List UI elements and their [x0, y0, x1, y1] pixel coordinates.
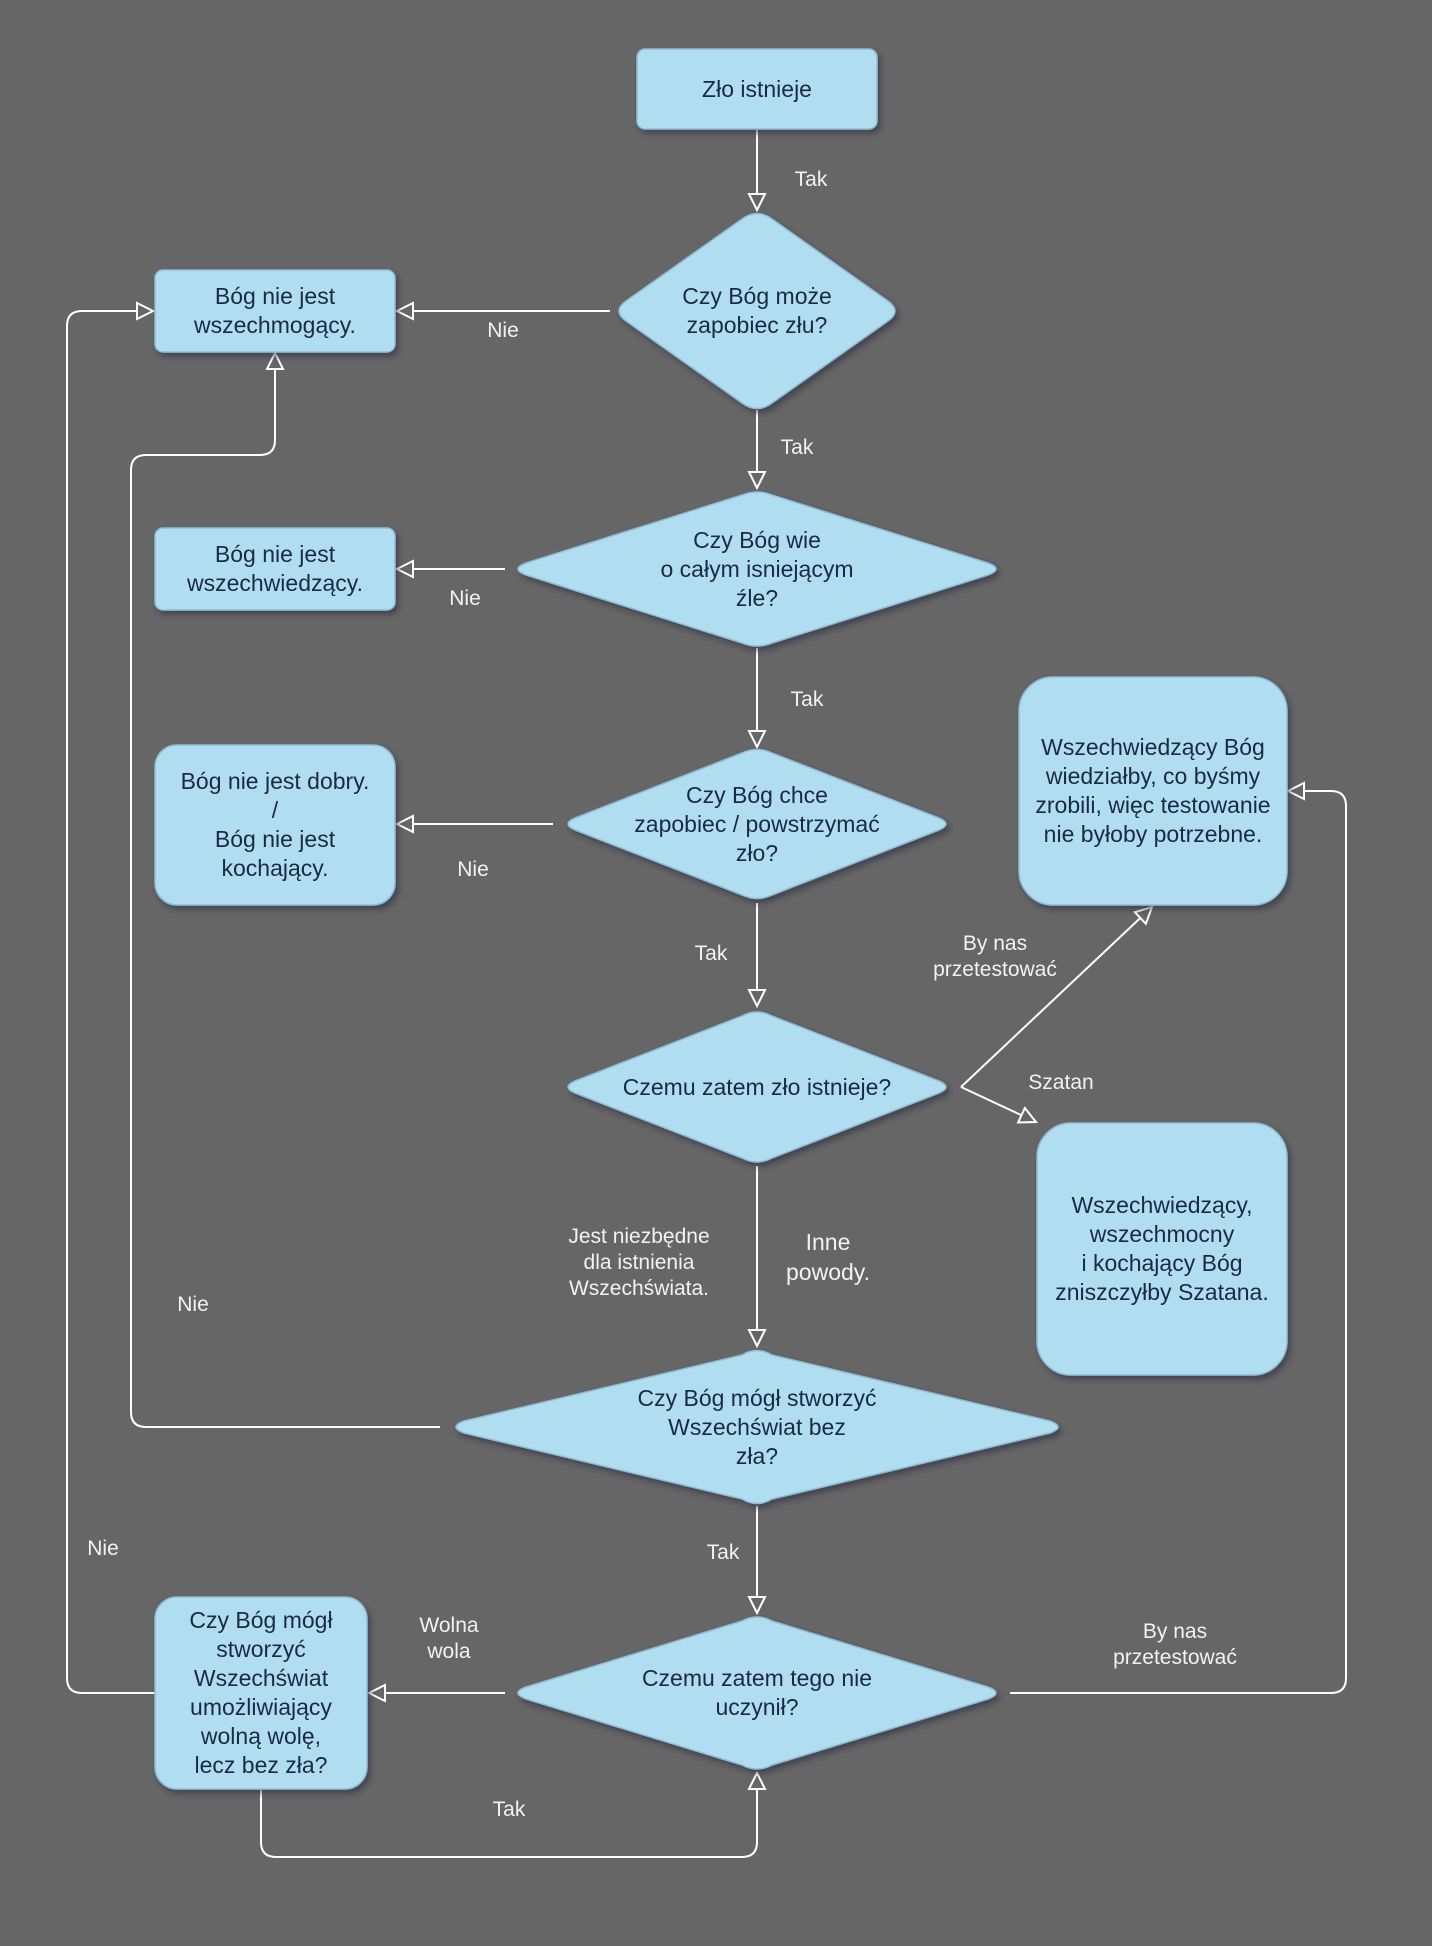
label-tak-1: Tak: [794, 168, 828, 191]
node-satan-destroy-shape: [1036, 1122, 1288, 1376]
label-nie-1: Nie: [487, 319, 519, 342]
node-can-prevent: Czy Bóg może zapobiec złu?: [682, 283, 832, 338]
label-other-reasons: Inne powody.: [786, 1229, 870, 1285]
node-free-will-world-shape: [154, 1596, 368, 1790]
edge-why-evil-to-test-known: [960, 907, 1152, 1088]
edge-create-nie-to-not-omnipotent: [130, 353, 440, 1428]
node-satan-destroy: Wszechwiedzący, wszechmocny i kochający …: [1055, 1192, 1269, 1305]
node-why-not: Czemu zatem tego nie uczynił?: [641, 1665, 873, 1720]
node-knows-evil: Czy Bóg wie o całym isniejącym źle?: [660, 526, 854, 611]
node-test-known: Wszechwiedzący Bóg wiedziałby, co byśmy …: [1035, 734, 1271, 847]
nodes: [154, 48, 1288, 1790]
label-tak-2: Tak: [780, 436, 814, 459]
node-test-known-shape: [1018, 676, 1288, 906]
node-evil-exists: Zło istnieje: [702, 75, 812, 102]
node-why-evil: Czemu zatem zło istnieje?: [622, 1073, 892, 1100]
node-not-good-shape: [154, 744, 396, 906]
edge-free-will-tak-to-why-not: [260, 1773, 757, 1858]
node-create-shape: [455, 1349, 1059, 1505]
label-free-will: Wolna wola: [419, 1614, 479, 1663]
edge-free-will-nie-to-not-omnipotent: [66, 311, 155, 1694]
edge-why-not-to-test-known: [1010, 791, 1347, 1694]
node-why-not-shape: [517, 1616, 997, 1770]
node-why-evil-shape: [567, 1011, 947, 1163]
label-tak-3: Tak: [790, 688, 824, 711]
node-wants-prevent: Czy Bóg chce zapobiec / powstrzymać zło?: [634, 781, 880, 866]
label-nie-3: Nie: [457, 858, 489, 881]
label-nie-5: Nie: [87, 1537, 119, 1560]
node-not-good: Bóg nie jest dobry. / Bóg nie jest kocha…: [180, 768, 370, 881]
label-tak-6: Tak: [492, 1798, 526, 1821]
label-tak-4: Tak: [694, 942, 728, 965]
label-nie-4: Nie: [177, 1293, 209, 1316]
label-tak-5: Tak: [706, 1541, 740, 1564]
node-free-will-world: Czy Bóg mógł stworzyć Wszechświat umożli…: [189, 1607, 333, 1778]
label-test-us-1: By nas przetestować: [933, 932, 1057, 981]
node-wants-shape: [567, 748, 947, 900]
label-test-us-2: By nas przetestować: [1113, 1620, 1237, 1669]
node-can-prevent-shape: [618, 212, 896, 410]
label-necessary: Jest niezbędne dla istnienia Wszechświat…: [568, 1225, 710, 1300]
node-not-omniscient-shape: [154, 527, 396, 611]
node-not-omnipotent: Bóg nie jest wszechmogący.: [194, 283, 356, 338]
edges: [66, 130, 1347, 1858]
edge-why-evil-to-satan: [960, 1086, 1036, 1122]
label-satan: Szatan: [1028, 1071, 1094, 1094]
node-knows-shape: [517, 491, 997, 647]
node-not-omniscient: Bóg nie jest wszechwiedzący.: [187, 541, 363, 596]
label-nie-2: Nie: [449, 587, 481, 610]
node-not-omnipotent-shape: [154, 269, 396, 353]
node-create-without-evil: Czy Bóg mógł stworzyć Wszechświat bez zł…: [637, 1384, 877, 1469]
node-evil-exists-shape: [636, 48, 878, 130]
